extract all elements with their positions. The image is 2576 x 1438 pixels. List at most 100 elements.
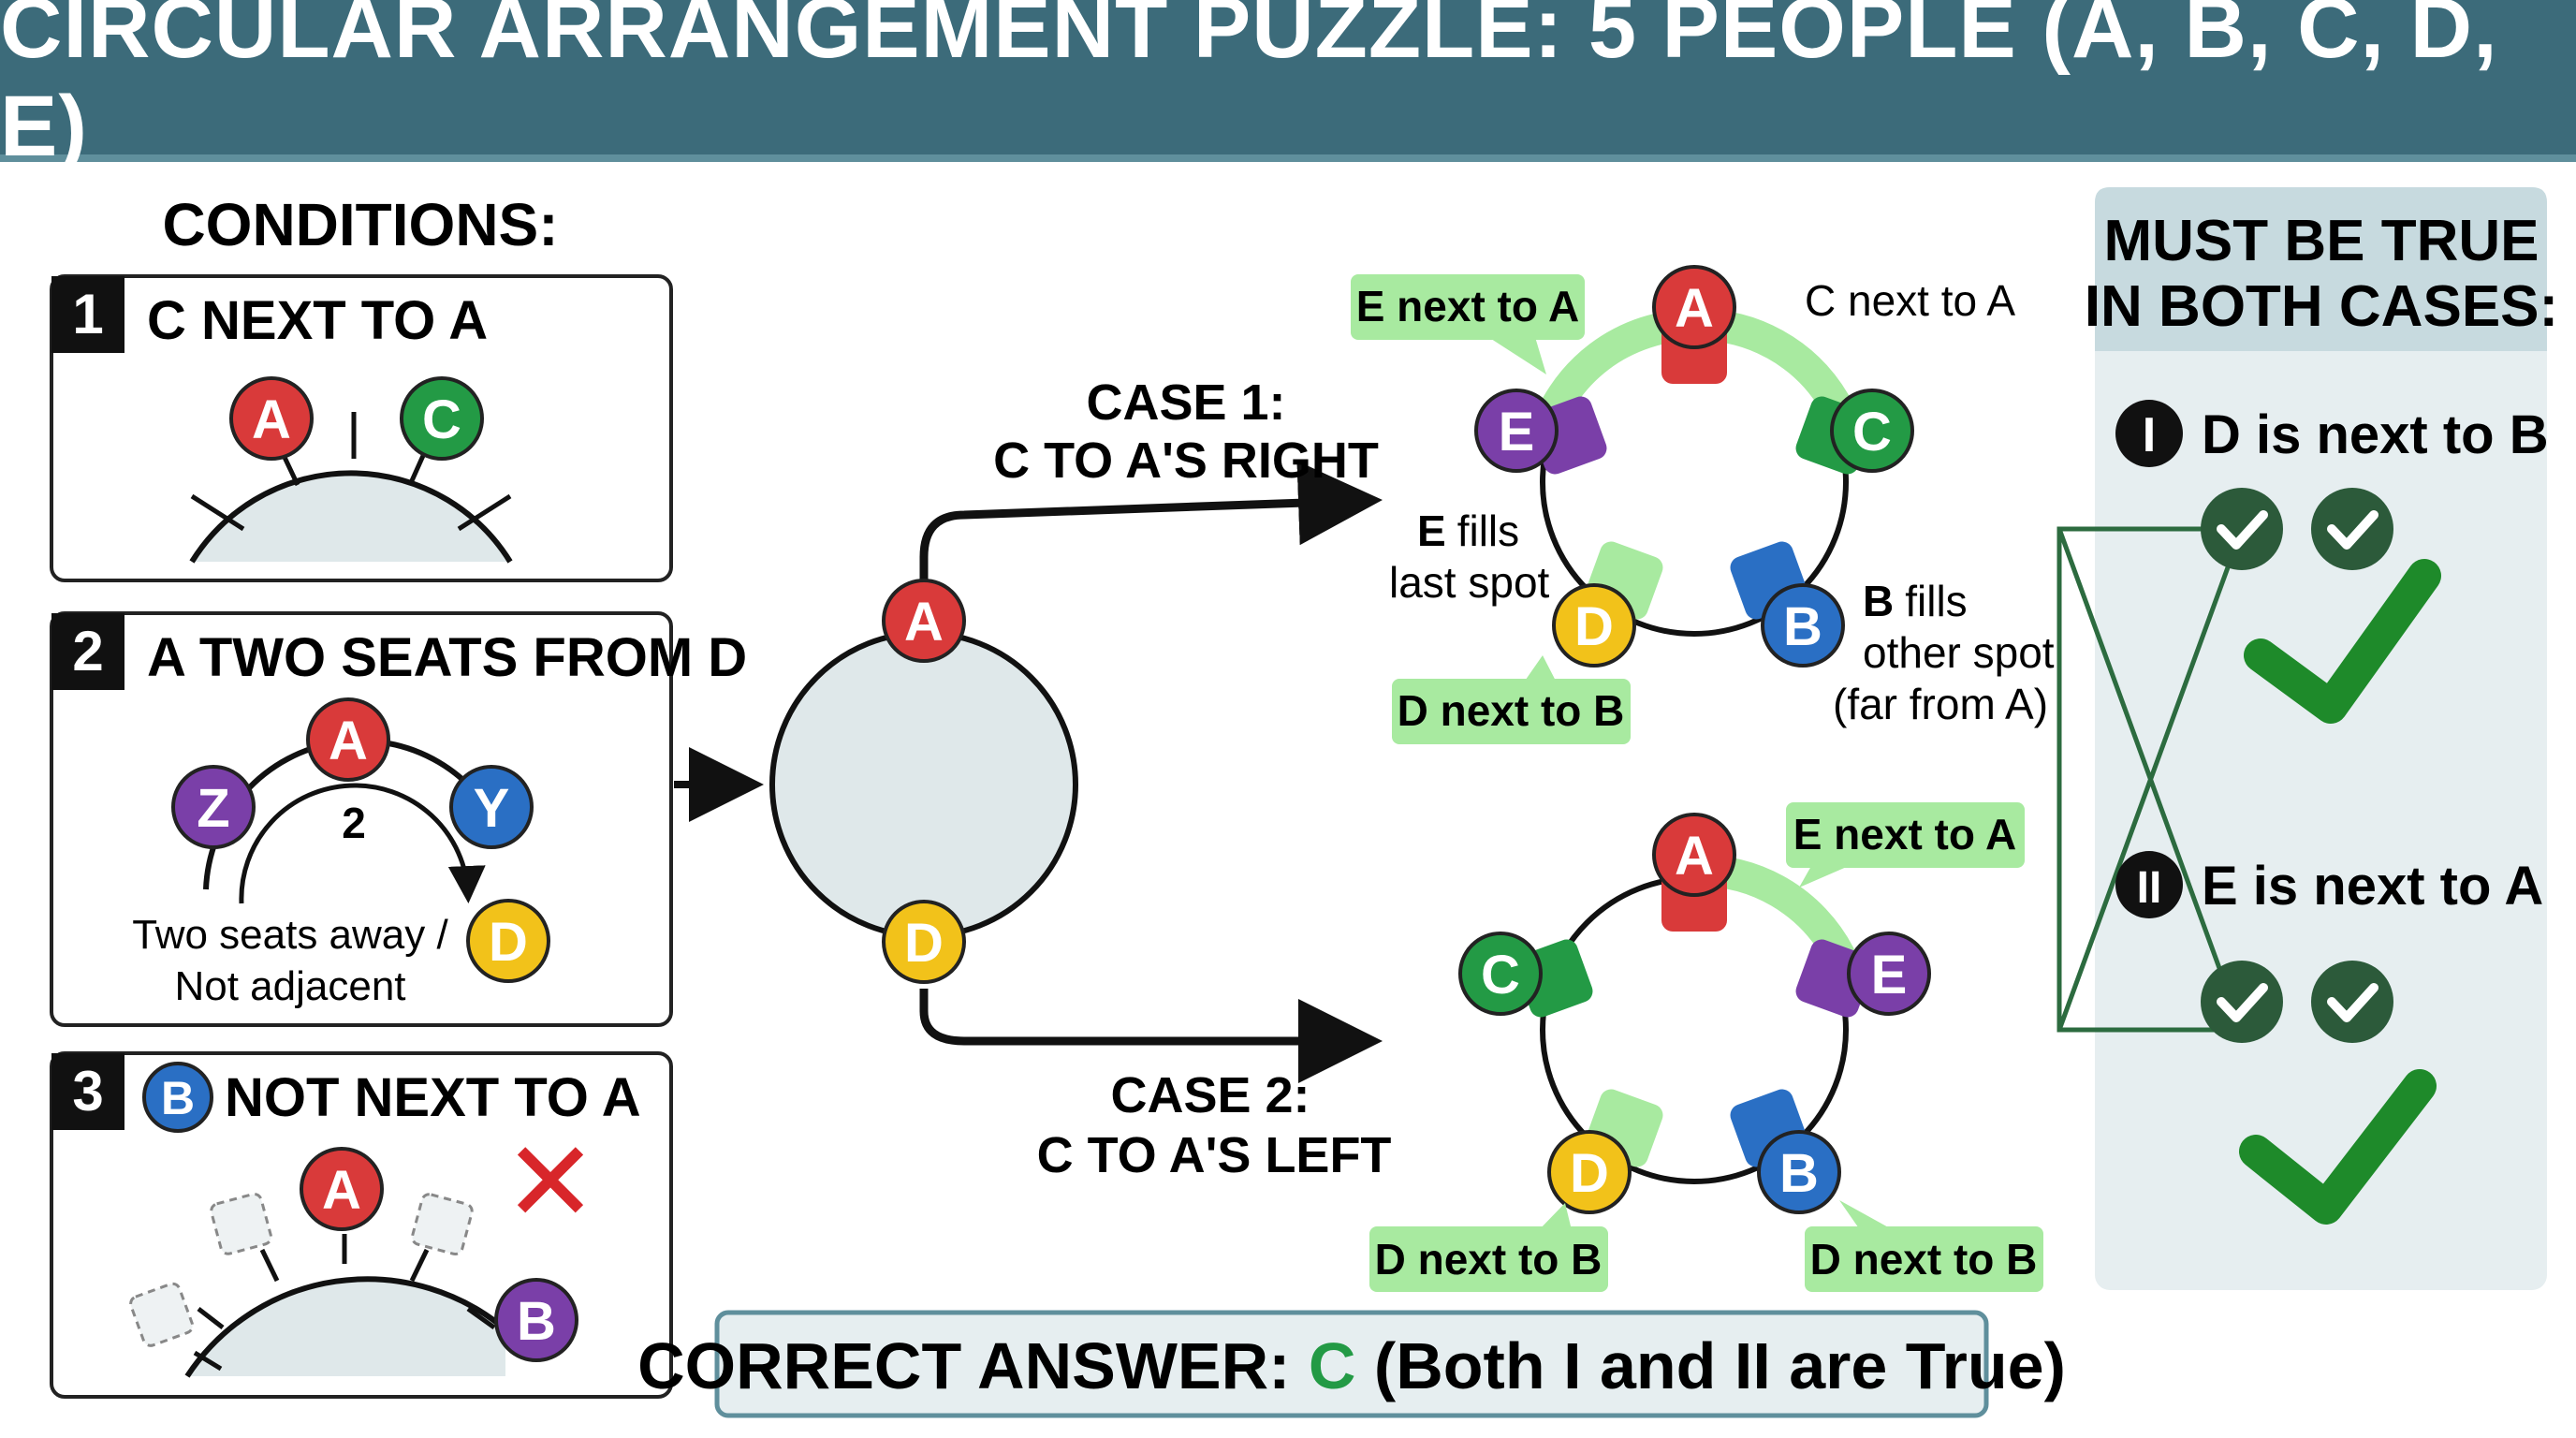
svg-text:C: C bbox=[422, 389, 461, 450]
checkmark-icon bbox=[2239, 1069, 2437, 1225]
svg-text:D next to B: D next to B bbox=[1375, 1235, 1603, 1284]
svg-text:D next to B: D next to B bbox=[1398, 686, 1625, 735]
condition-2-note-line1: Two seats away / bbox=[132, 912, 448, 958]
person-a-badge: A bbox=[1652, 813, 1736, 897]
case-1-title-line2: C TO A'S RIGHT bbox=[993, 433, 1379, 489]
conditions-heading: CONDITIONS: bbox=[162, 191, 558, 258]
svg-text:B: B bbox=[161, 1072, 195, 1124]
callout-d-next-to-b: D next to B bbox=[1369, 1203, 1608, 1292]
svg-text:A: A bbox=[1675, 826, 1714, 887]
svg-text:D: D bbox=[489, 912, 528, 973]
person-d-badge: D bbox=[1547, 1130, 1632, 1214]
svg-text:D: D bbox=[904, 913, 944, 974]
person-c-badge: C bbox=[1830, 389, 1914, 473]
branch-arrow-case-2 bbox=[919, 989, 1383, 1083]
svg-text:B: B bbox=[1779, 1143, 1819, 1204]
condition-3-number-box bbox=[51, 1053, 124, 1130]
condition-3-label: NOT NEXT TO A bbox=[225, 1067, 641, 1128]
statement-i: I D is next to B bbox=[2115, 400, 2549, 467]
empty-seat-placeholder bbox=[129, 1282, 195, 1347]
callout-d-next-to-b: D next to B bbox=[1392, 655, 1631, 744]
checkmark-icon bbox=[2244, 559, 2441, 724]
check-badge-icon bbox=[2311, 961, 2393, 1043]
svg-text:D: D bbox=[1574, 596, 1614, 657]
connector-line bbox=[2056, 526, 2242, 1033]
empty-seat-placeholder bbox=[210, 1192, 272, 1255]
condition-1-table bbox=[192, 473, 510, 562]
check-badge-icon bbox=[2311, 488, 2393, 570]
condition-2-arrow bbox=[239, 783, 486, 904]
correct-answer-text: CORRECT ANSWER: C (Both I and II are Tru… bbox=[637, 1329, 2066, 1402]
person-b-badge: B bbox=[142, 1062, 213, 1133]
check-badge-icon bbox=[2201, 961, 2283, 1043]
person-y-badge: Y bbox=[449, 765, 534, 849]
condition-2-note-line2: Not adjacent bbox=[174, 963, 405, 1009]
person-z-badge: Z bbox=[171, 765, 256, 849]
callout-e-next-to-a: E next to A bbox=[1786, 802, 2025, 888]
svg-text:Z: Z bbox=[197, 778, 229, 839]
condition-1-card: 1 C NEXT TO A A C bbox=[50, 274, 673, 582]
must-be-true-panel: MUST BE TRUE IN BOTH CASES: I D is next … bbox=[2056, 187, 2558, 1290]
condition-1-number: 1 bbox=[72, 283, 103, 345]
case-1-title-line1: CASE 1: bbox=[1086, 374, 1285, 431]
condition-1-label: C NEXT TO A bbox=[147, 290, 488, 351]
svg-text:A: A bbox=[252, 389, 291, 450]
person-b-badge: B bbox=[1757, 1130, 1841, 1214]
person-d-badge: D bbox=[882, 900, 966, 984]
b-fills-note-line2: other spot bbox=[1863, 628, 2055, 677]
empty-seat-placeholder bbox=[410, 1193, 474, 1255]
svg-text:A: A bbox=[322, 1160, 361, 1221]
condition-1-number-box bbox=[51, 276, 124, 353]
svg-text:A: A bbox=[329, 711, 368, 771]
check-badge-icon bbox=[2201, 488, 2283, 570]
case-2-arrangement: A C E D B E next to A D next to B bbox=[1369, 802, 2043, 1292]
person-b-badge: B bbox=[494, 1278, 578, 1362]
person-d-badge: D bbox=[1552, 583, 1636, 668]
svg-text:B: B bbox=[517, 1291, 556, 1352]
condition-3-number: 3 bbox=[72, 1060, 103, 1123]
condition-2-number-box bbox=[51, 613, 124, 690]
svg-text:A: A bbox=[904, 592, 944, 653]
condition-3-card: 3 B NOT NEXT TO A A ✕ B bbox=[50, 1051, 673, 1399]
c-next-to-a-note: C next to A bbox=[1805, 276, 2015, 325]
start-table bbox=[769, 630, 1078, 939]
svg-text:A: A bbox=[1675, 278, 1714, 339]
callout-d-next-to-b: D next to B bbox=[1805, 1200, 2043, 1292]
case-2-title-line2: C TO A'S LEFT bbox=[1037, 1127, 1392, 1183]
svg-text:C: C bbox=[1481, 945, 1520, 1005]
person-a-badge: A bbox=[300, 1147, 384, 1231]
person-e-badge: E bbox=[1474, 389, 1559, 473]
person-a-badge: A bbox=[882, 579, 966, 663]
statement-ii-text: E is next to A bbox=[2202, 856, 2543, 917]
person-b-badge: B bbox=[1761, 583, 1845, 668]
person-c-badge: C bbox=[400, 376, 484, 461]
answer-bar: CORRECT ANSWER: C (Both I and II are Tru… bbox=[637, 1310, 2066, 1418]
statement-i-numeral: I bbox=[2143, 408, 2156, 462]
svg-text:E next to A: E next to A bbox=[1356, 282, 1580, 330]
condition-2-label: A TWO SEATS FROM D bbox=[147, 627, 747, 688]
person-a-badge: A bbox=[306, 697, 390, 782]
statement-i-text: D is next to B bbox=[2202, 404, 2549, 465]
condition-2-arrow-label: 2 bbox=[342, 799, 366, 847]
svg-text:C: C bbox=[1852, 402, 1892, 462]
condition-2-number: 2 bbox=[72, 620, 103, 682]
svg-text:Y: Y bbox=[474, 778, 510, 839]
case-2-title-line1: CASE 2: bbox=[1110, 1067, 1310, 1123]
b-fills-note-line3: (far from A) bbox=[1833, 680, 2048, 728]
must-be-true-heading-line1: MUST BE TRUE bbox=[2104, 209, 2539, 273]
branch-arrow-case-1 bbox=[919, 461, 1383, 580]
person-c-badge: C bbox=[1458, 932, 1543, 1016]
statement-ii: II E is next to A bbox=[2115, 851, 2543, 918]
svg-text:D: D bbox=[1570, 1143, 1609, 1204]
person-a-badge: A bbox=[229, 376, 314, 461]
svg-text:E: E bbox=[1499, 402, 1535, 462]
svg-text:B: B bbox=[1783, 596, 1822, 657]
condition-2-card: 2 A TWO SEATS FROM D 2 A Z Y D Two seats… bbox=[50, 611, 747, 1027]
cross-icon: ✕ bbox=[504, 1120, 598, 1245]
statement-ii-numeral: II bbox=[2137, 863, 2162, 913]
title-banner: CIRCULAR ARRANGEMENT PUZZLE: 5 PEOPLE (A… bbox=[0, 0, 2576, 174]
